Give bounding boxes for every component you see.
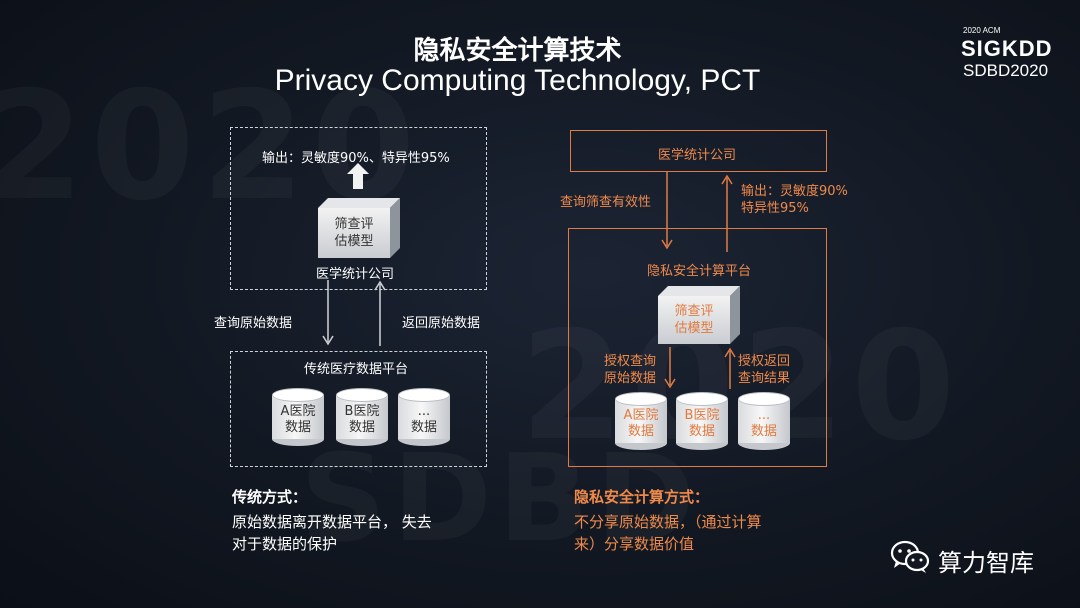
right-description: 不分享原始数据，（通过计算 来）分享数据价值 [574,511,762,555]
model-label-line2: 估模型 [674,321,714,336]
platform-dashed-box [230,351,487,467]
right-company-box [570,130,827,172]
left-heading: 传统方式： [232,488,308,506]
db-a-label-1: A医院 [280,404,316,419]
model-label-line1: 筛查评 [334,217,374,232]
auth-return-label: 授权返回 查询结果 [738,353,790,387]
db-b-label-1: B医院 [684,408,720,423]
left-company-label: 医学统计公司 [316,267,395,282]
right-platform-label: 隐私安全计算平台 [647,264,752,279]
db-etc-label-1: ... [417,404,431,419]
auth-query-line1: 授权查询 [604,354,657,369]
privacy-platform-box [568,228,827,467]
right-query-label: 查询筛查有效性 [560,195,652,210]
company-platform-arrows [661,172,733,252]
model-label-line2: 估模型 [334,234,374,249]
db-b-label-2: 数据 [688,424,715,439]
right-heading: 隐私安全计算方式： [574,488,710,506]
database-icon: B医院数据 [676,392,728,450]
db-b-label-2: 数据 [348,420,375,435]
wechat-icon [890,540,930,573]
database-icon: A医院数据 [272,388,324,446]
db-etc-label-1: ... [757,408,771,423]
query-arrows [322,280,386,346]
left-query-label: 查询原始数据 [214,316,293,331]
right-desc-line1: 不分享原始数据，（通过计算 [574,513,762,531]
auth-query-label: 授权查询 原始数据 [604,353,656,387]
db-a-label-1: A医院 [623,408,659,423]
company-dashed-box [230,127,487,290]
database-icon: ...数据 [738,392,790,450]
left-return-label: 返回原始数据 [402,316,481,331]
brand-name: 算力智库 [938,549,1034,577]
auth-query-line2: 原始数据 [604,371,657,386]
auth-return-line2: 查询结果 [738,371,791,386]
auth-arrows [664,347,736,389]
logo-sdbd: SDBD2020 [963,61,1049,80]
left-desc-line2: 对于数据的保护 [232,535,338,553]
database-icon: B医院数据 [336,388,388,446]
auth-return-line1: 授权返回 [738,354,791,369]
logo-small-text: 2020 ACM [963,26,1001,35]
screening-model-cube: 筛查评估模型 [658,286,742,346]
logo-sigkdd: SIGKDD [961,36,1053,61]
right-output-label: 输出：灵敏度90% 特异性95% [741,183,848,217]
left-platform-label: 传统医疗数据平台 [304,362,409,377]
db-a-label-2: 数据 [284,420,311,435]
model-label-line1: 筛查评 [674,304,714,319]
right-output-line1: 输出：灵敏度90% [741,184,848,199]
db-b-label-1: B医院 [344,404,380,419]
left-description: 原始数据离开数据平台， 失去 对于数据的保护 [232,511,432,555]
slide-title-chinese: 隐私安全计算技术 [413,36,622,66]
right-output-line2: 特异性95% [741,201,809,216]
db-etc-label-2: 数据 [750,424,777,439]
left-output-label: 输出：灵敏度90%、特异性95% [262,151,450,166]
right-desc-line2: 来）分享数据价值 [574,535,695,553]
database-icon: A医院数据 [615,392,667,450]
slide-title-english: Privacy Computing Technology, PCT [274,64,761,97]
database-icon: ...数据 [398,388,450,446]
screening-model-cube: 筛查评估模型 [318,198,402,260]
up-arrow-icon [347,163,369,189]
left-desc-line1: 原始数据离开数据平台， 失去 [232,513,432,531]
db-a-label-2: 数据 [627,424,654,439]
db-etc-label-2: 数据 [410,420,437,435]
right-company-label: 医学统计公司 [658,148,737,163]
